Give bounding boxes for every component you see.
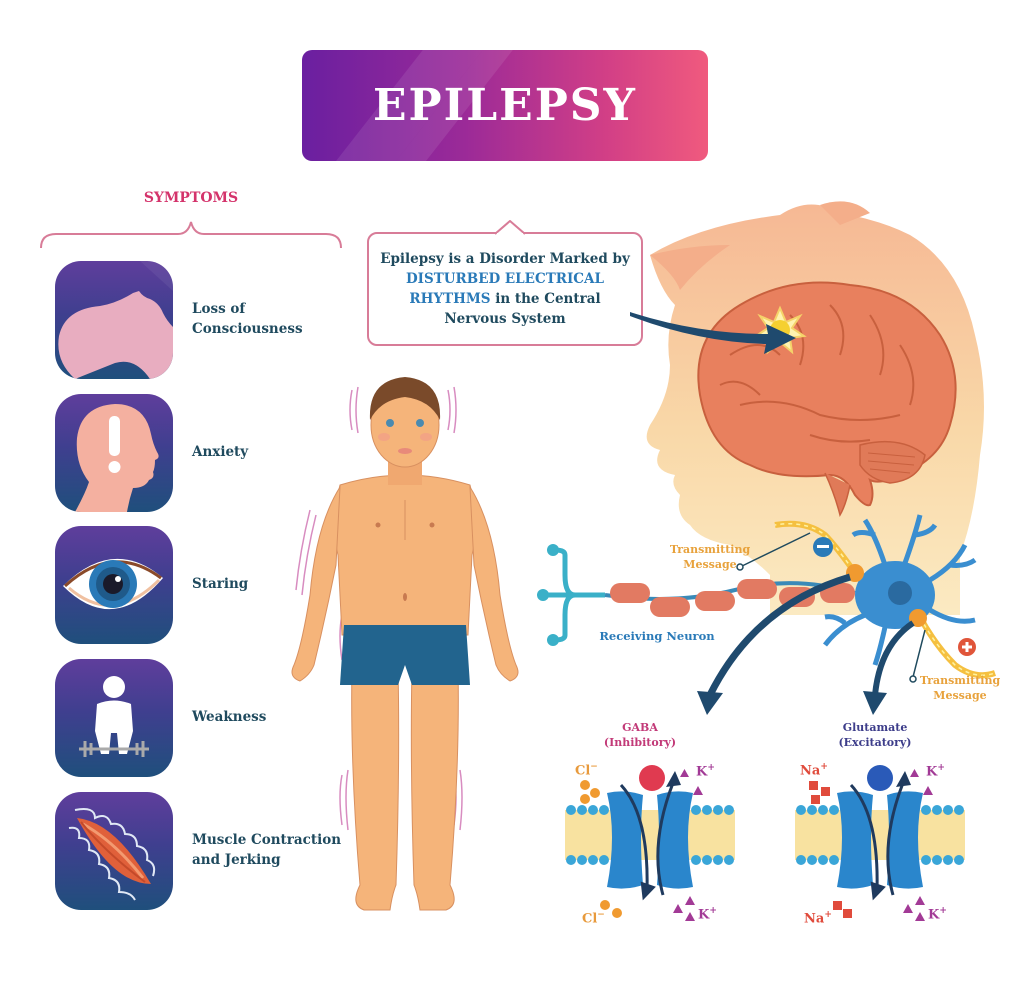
symptom-staring: Staring: [55, 526, 355, 644]
dendrite-fork-icon: [545, 547, 605, 643]
symptom-muscle-contraction: Muscle Contraction and Jerking: [55, 792, 355, 910]
title-banner: EPILEPSY: [302, 50, 708, 161]
chloride-ion-label: Cl−: [575, 762, 598, 779]
symptom-label: Anxiety: [192, 444, 249, 460]
glutamate-ion-channel: [795, 765, 965, 921]
cell-membrane: [795, 805, 965, 865]
potassium-ion-label: K+: [926, 763, 945, 780]
symptom-label: Weakness: [192, 709, 267, 725]
symptom-label: Staring: [192, 576, 249, 592]
symptom-label: Muscle Contraction and Jerking: [192, 832, 342, 868]
eye-icon: [55, 526, 173, 644]
head-brain-illustration: [646, 201, 984, 615]
potassium-ion-label: K+: [696, 763, 715, 780]
potassium-ion-label: K+: [928, 906, 947, 923]
callout-highlight: RHYTHMS: [409, 291, 491, 307]
boy-figure-illustration: [291, 377, 519, 911]
glutamate-ligand-icon: [867, 765, 893, 791]
neuron-illustration: [537, 514, 996, 715]
potassium-ion-label: K+: [698, 906, 717, 923]
chloride-ion-label: Cl−: [582, 910, 605, 927]
sodium-ion-label: Na+: [804, 910, 832, 927]
symptom-weakness: Weakness: [55, 659, 355, 777]
brace-divider: [40, 221, 342, 249]
symptom-label: Loss of Consciousness: [192, 301, 303, 337]
muscle-icon: [55, 792, 173, 910]
symptoms-heading: SYMPTOMS: [143, 190, 239, 206]
callout-notch: [495, 220, 525, 236]
transmitting-message-label-top: Transmitting Message: [669, 543, 751, 571]
symptom-loss-of-consciousness: Loss of Consciousness: [55, 261, 355, 379]
gaba-ion-channel: [565, 765, 735, 921]
weak-figure-barbell-icon: [55, 659, 173, 777]
page-title: EPILEPSY: [373, 80, 637, 131]
sodium-ion-label: Na+: [800, 762, 828, 779]
callout-text: in the Central: [490, 291, 601, 307]
callout-highlight: DISTURBED ELECTRICAL: [405, 271, 604, 287]
gaba-label: GABA (Inhibitory): [603, 721, 677, 749]
glutamate-label: Glutamate (Excitatory): [838, 721, 912, 749]
unconscious-head-icon: [55, 261, 173, 379]
pointer-arrow-icon: [630, 312, 796, 354]
receiving-neuron-label: Receiving Neuron: [599, 629, 715, 643]
symptom-anxiety: Anxiety: [55, 394, 355, 512]
definition-callout: Epilepsy is a Disorder Marked by DISTURB…: [367, 232, 643, 346]
transmitting-message-label-bottom: Transmitting Message: [919, 674, 1001, 702]
callout-text: Epilepsy is a Disorder Marked by: [380, 251, 630, 267]
callout-text: Nervous System: [444, 311, 566, 327]
anxiety-head-exclamation-icon: [55, 394, 173, 512]
gaba-ligand-icon: [639, 765, 665, 791]
cell-membrane: [565, 805, 735, 865]
